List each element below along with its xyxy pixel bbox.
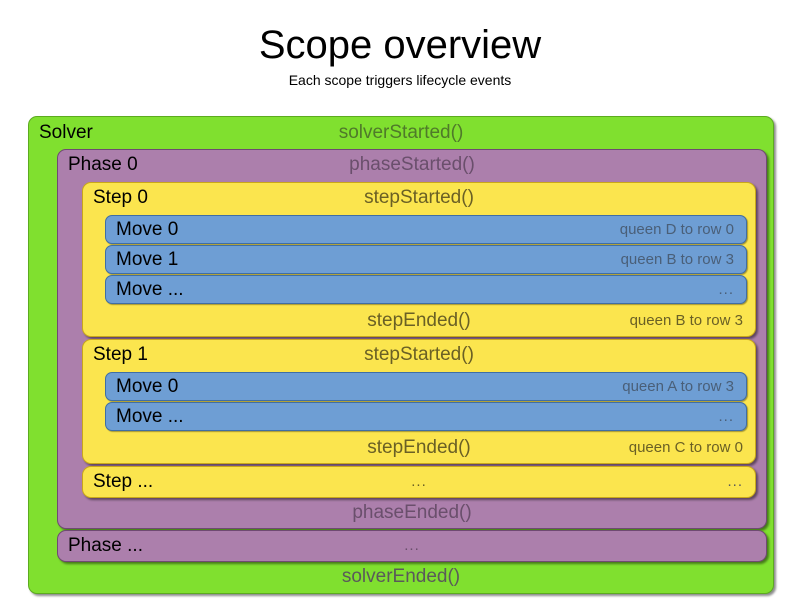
phase-scope-ellipsis[interactable]: Phase ... ... xyxy=(57,530,767,562)
solver-started-event: solverStarted() xyxy=(338,122,464,143)
step-label: Step 0 xyxy=(93,187,148,208)
phase-footer-row: phaseEnded() xyxy=(58,498,766,528)
move-value: queen D to row 0 xyxy=(619,221,734,238)
step-label: Step ... xyxy=(93,471,154,492)
move-row: Move ... ... xyxy=(106,276,746,303)
step-header-row: Step ... ... ... xyxy=(83,467,755,497)
phase-label: Phase 0 xyxy=(68,154,138,175)
move-list: Move 0 queen A to row 3 Move ... ... xyxy=(83,370,755,433)
move-value: queen A to row 3 xyxy=(622,378,734,395)
solver-bottom-pad xyxy=(29,592,773,593)
solver-scope[interactable]: Solver solverStarted() Phase 0 phaseStar… xyxy=(28,116,774,594)
step-value-ellipsis: ... xyxy=(727,473,743,490)
move-row: Move ... ... xyxy=(106,403,746,430)
step-header-row: Step 1 stepStarted() xyxy=(83,340,755,370)
move-label: Move 0 xyxy=(116,219,179,240)
step-footer-row: stepEnded() queen B to row 3 xyxy=(83,306,755,336)
step-event-ellipsis: ... xyxy=(411,473,427,490)
move-scope[interactable]: Move 1 queen B to row 3 xyxy=(105,245,747,274)
move-label: Move 1 xyxy=(116,249,179,270)
move-scope-ellipsis[interactable]: Move ... ... xyxy=(105,275,747,304)
phase-scope[interactable]: Phase 0 phaseStarted() Step 0 stepStarte… xyxy=(57,149,767,529)
move-value: queen B to row 3 xyxy=(620,251,734,268)
move-value-ellipsis: ... xyxy=(718,281,734,298)
step-ended-value: queen B to row 3 xyxy=(629,312,743,329)
move-value-ellipsis: ... xyxy=(718,408,734,425)
move-row: Move 0 queen D to row 0 xyxy=(106,216,746,243)
step-started-event: stepStarted() xyxy=(364,187,474,208)
step-ended-event: stepEnded() xyxy=(367,310,471,331)
solver-label: Solver xyxy=(39,122,93,143)
page-subtitle: Each scope triggers lifecycle events xyxy=(288,72,512,88)
step-header-row: Step 0 stepStarted() xyxy=(83,183,755,213)
solver-footer-row: solverEnded() xyxy=(29,562,773,592)
phase-header-row: Phase ... ... xyxy=(58,531,766,561)
step-ended-event: stepEnded() xyxy=(367,437,471,458)
phase-header-row: Phase 0 phaseStarted() xyxy=(58,150,766,180)
phase-ended-event: phaseEnded() xyxy=(352,502,472,523)
phase-event-ellipsis: ... xyxy=(404,537,420,554)
solver-header-row: Solver solverStarted() xyxy=(29,118,773,148)
solver-ended-event: solverEnded() xyxy=(341,566,461,587)
move-label: Move ... xyxy=(116,406,184,427)
move-label: Move ... xyxy=(116,279,184,300)
move-scope-ellipsis[interactable]: Move ... ... xyxy=(105,402,747,431)
step-scope[interactable]: Step 1 stepStarted() Move 0 queen A to r… xyxy=(82,339,756,464)
move-label: Move 0 xyxy=(116,376,179,397)
phase-label: Phase ... xyxy=(68,535,143,556)
move-list: Move 0 queen D to row 0 Move 1 queen B t… xyxy=(83,213,755,306)
step-ended-value: queen C to row 0 xyxy=(628,439,743,456)
title-block: Scope overview Each scope triggers lifec… xyxy=(0,0,800,90)
step-started-event: stepStarted() xyxy=(364,344,474,365)
step-scope-ellipsis[interactable]: Step ... ... ... xyxy=(82,466,756,498)
move-scope[interactable]: Move 0 queen D to row 0 xyxy=(105,215,747,244)
step-label: Step 1 xyxy=(93,344,148,365)
phase-started-event: phaseStarted() xyxy=(349,154,475,175)
move-row: Move 0 queen A to row 3 xyxy=(106,373,746,400)
step-footer-row: stepEnded() queen C to row 0 xyxy=(83,433,755,463)
move-row: Move 1 queen B to row 3 xyxy=(106,246,746,273)
move-scope[interactable]: Move 0 queen A to row 3 xyxy=(105,372,747,401)
page-title: Scope overview xyxy=(258,23,542,67)
step-scope[interactable]: Step 0 stepStarted() Move 0 queen D to r… xyxy=(82,182,756,337)
